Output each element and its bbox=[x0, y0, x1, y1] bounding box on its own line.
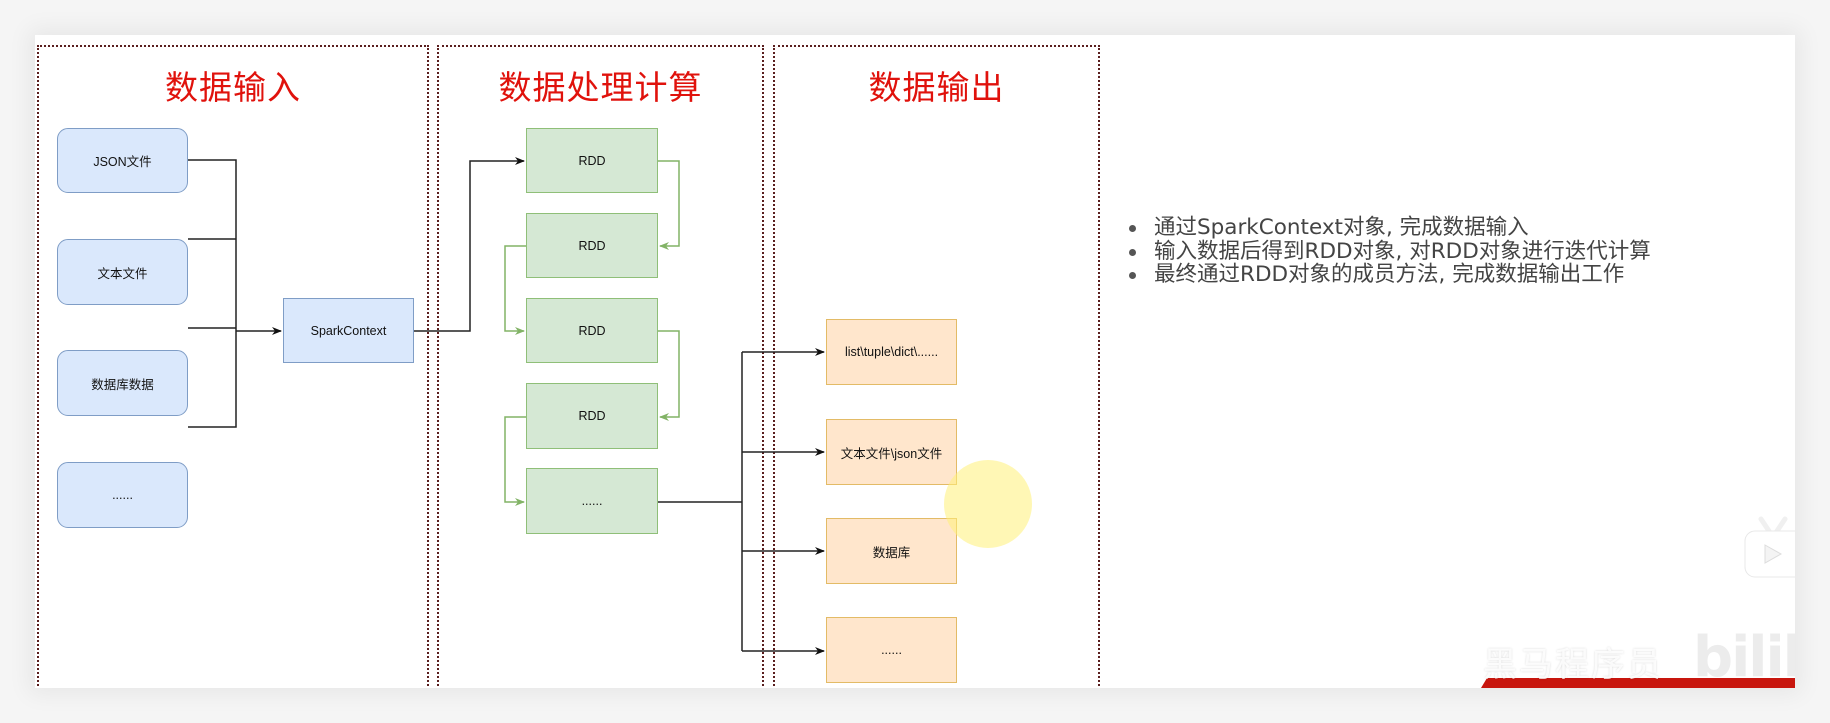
input-node-label: 数据库数据 bbox=[91, 377, 154, 392]
input-node-text: 文本文件 bbox=[57, 239, 188, 305]
output-node-more: ...... bbox=[826, 617, 957, 683]
bullet-text: 最终通过RDD对象的成员方法, 完成数据输出工作 bbox=[1154, 262, 1625, 287]
panel-data-input: 数据输入 bbox=[37, 45, 429, 688]
bullet-text: 通过SparkContext对象, 完成数据输入 bbox=[1154, 215, 1529, 240]
summary-bullet-list: 通过SparkContext对象, 完成数据输入 输入数据后得到RDD对象, 对… bbox=[1127, 216, 1651, 287]
input-node-label: ...... bbox=[112, 488, 133, 502]
rdd-node-label: RDD bbox=[578, 409, 606, 423]
bullet-dot-icon bbox=[1129, 248, 1136, 256]
output-node-label: ...... bbox=[881, 643, 902, 657]
bullet-item: 输入数据后得到RDD对象, 对RDD对象进行迭代计算 bbox=[1127, 238, 1651, 264]
rdd-node-2: RDD bbox=[526, 213, 658, 278]
bullet-text: 输入数据后得到RDD对象, 对RDD对象进行迭代计算 bbox=[1154, 238, 1651, 264]
slide: 数据输入 数据处理计算 数据输出 bbox=[35, 35, 1795, 688]
output-node-files: 文本文件\json文件 bbox=[826, 419, 957, 485]
bilibili-tv-icon bbox=[1744, 516, 1795, 578]
bullet-dot-icon bbox=[1129, 272, 1136, 279]
rdd-node-1: RDD bbox=[526, 128, 658, 193]
panel-title-processing: 数据处理计算 bbox=[498, 68, 703, 107]
input-node-more: ...... bbox=[57, 462, 188, 528]
output-node-database: 数据库 bbox=[826, 518, 957, 584]
input-node-json: JSON文件 bbox=[57, 128, 188, 193]
rdd-node-label: RDD bbox=[578, 323, 606, 338]
output-node-label: list\tuple\dict\...... bbox=[844, 345, 939, 359]
rdd-node-label: RDD bbox=[578, 153, 606, 168]
output-node-label: 数据库 bbox=[872, 545, 911, 560]
output-node-label: 文本文件\json文件 bbox=[840, 446, 943, 461]
panel-title-input: 数据输入 bbox=[165, 68, 301, 107]
panel-data-processing: 数据处理计算 bbox=[437, 45, 764, 688]
caption-banner bbox=[1475, 678, 1795, 688]
panel-data-output: 数据输出 bbox=[773, 45, 1100, 688]
bilibili-logo: bilibili bbox=[1693, 625, 1795, 688]
bullet-dot-icon bbox=[1129, 225, 1136, 232]
bullet-item: 通过SparkContext对象, 完成数据输入 bbox=[1127, 216, 1651, 240]
bullet-item: 最终通过RDD对象的成员方法, 完成数据输出工作 bbox=[1127, 263, 1651, 287]
spark-context-label: SparkContext bbox=[310, 323, 387, 338]
rdd-node-more: ...... bbox=[526, 468, 658, 534]
input-node-label: JSON文件 bbox=[93, 155, 152, 169]
rdd-node-label: ...... bbox=[581, 494, 603, 508]
rdd-node-4: RDD bbox=[526, 383, 658, 449]
rdd-node-3: RDD bbox=[526, 298, 658, 363]
cursor-highlight bbox=[944, 460, 1032, 548]
spark-context-node: SparkContext bbox=[283, 298, 414, 363]
input-node-label: 文本文件 bbox=[97, 266, 148, 281]
watermark-text: 黑马程序员 bbox=[1483, 645, 1663, 685]
rdd-node-label: RDD bbox=[578, 238, 606, 253]
input-node-database: 数据库数据 bbox=[57, 350, 188, 416]
panel-title-output: 数据输出 bbox=[868, 68, 1005, 107]
output-node-collections: list\tuple\dict\...... bbox=[826, 319, 957, 385]
